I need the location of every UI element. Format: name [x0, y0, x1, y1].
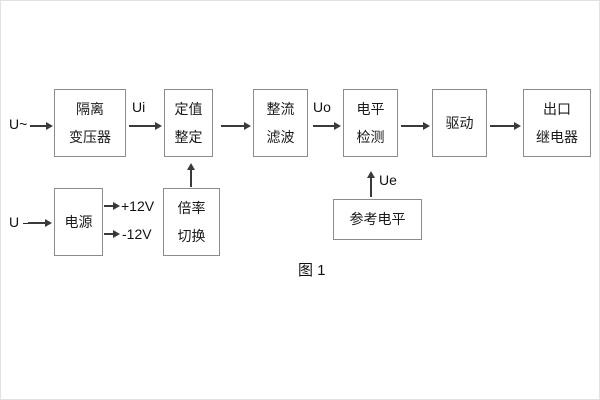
block-output-relay: 出口 继电器 — [523, 89, 591, 157]
block-power-supply: 电源 — [54, 188, 103, 256]
block-reference-level: 参考电平 — [333, 199, 422, 240]
arrow-ratio-to-setpoint — [187, 163, 195, 187]
signal-ue-label: Ue — [379, 172, 397, 188]
block-level-detector: 电平 检测 — [343, 89, 398, 157]
block-label-line: 继电器 — [536, 128, 578, 145]
block-rectifier-filter: 整流 滤波 — [253, 89, 308, 157]
block-label-line: 定值 — [174, 100, 203, 117]
arrow-rectifier-to-level — [313, 122, 341, 130]
ac-input-label: U~ — [9, 116, 28, 132]
block-isolation-transformer: 隔离 变压器 — [54, 89, 126, 157]
minus-12v-label: -12V — [122, 226, 152, 242]
block-driver: 驱动 — [432, 89, 487, 157]
dc-input-label: U – — [9, 214, 31, 230]
block-label-line: 参考电平 — [349, 211, 406, 227]
block-label-line: 滤波 — [266, 128, 295, 145]
block-setpoint-adjust: 定值 整定 — [164, 89, 213, 157]
arrow-ac-input-to-isolation — [30, 122, 53, 130]
arrow-power-minus-rail — [104, 230, 120, 238]
arrow-dc-input-to-power — [28, 219, 52, 227]
arrow-isolation-to-setpoint — [129, 122, 162, 130]
block-ratio-switch: 倍率 切换 — [163, 188, 220, 256]
arrow-power-plus-rail — [104, 202, 120, 210]
arrow-driver-to-relay — [490, 122, 521, 130]
block-label-line: 电平 — [356, 100, 385, 117]
block-label-line: 变压器 — [69, 128, 111, 145]
block-label-line: 电源 — [64, 213, 93, 230]
block-label-line: 隔离 — [76, 100, 104, 117]
block-label-line: 倍率 — [177, 199, 206, 216]
figure-caption: 图 1 — [298, 262, 326, 279]
block-label-line: 整流 — [266, 100, 295, 117]
arrow-setpoint-to-rectifier — [221, 122, 251, 130]
signal-uo-label: Uo — [313, 99, 331, 115]
block-label-line: 整定 — [174, 128, 203, 145]
block-label-line: 出口 — [543, 100, 571, 117]
block-label-line: 驱动 — [445, 114, 474, 131]
block-label-line: 检测 — [356, 128, 385, 145]
arrow-reference-to-level — [367, 171, 375, 197]
signal-ui-label: Ui — [132, 99, 146, 115]
block-label-line: 切换 — [177, 227, 206, 244]
arrow-level-to-driver — [401, 122, 430, 130]
plus-12v-label: +12V — [121, 198, 155, 214]
